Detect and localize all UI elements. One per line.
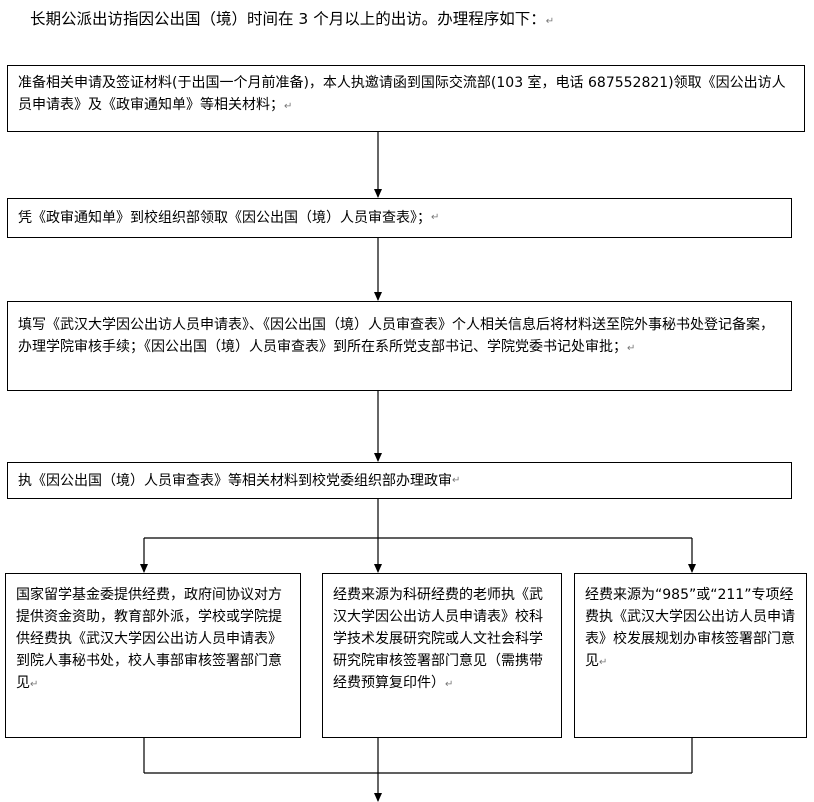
step-1-text: 准备相关申请及签证材料(于出国一个月前准备)，本人执邀请函到国际交流部(103 … bbox=[18, 75, 786, 113]
step-2-box: 凭《政审通知单》到校组织部领取《因公出国（境）人员审查表》；↵ bbox=[7, 198, 792, 238]
intro-text: 长期公派出访指因公出国（境）时间在 3 个月以上的出访。办理程序如下：↵ bbox=[30, 8, 554, 33]
step-1-box: 准备相关申请及签证材料(于出国一个月前准备)，本人执邀请函到国际交流部(103 … bbox=[7, 65, 805, 132]
step-3-text: 填写《武汉大学因公出访人员申请表》、《因公出国（境）人员审查表》个人相关信息后将… bbox=[18, 317, 774, 355]
paragraph-mark: ↵ bbox=[545, 16, 555, 27]
paragraph-mark: ↵ bbox=[599, 657, 608, 668]
branch-2-text: 经费来源为科研经费的老师执《武汉大学因公出访人员申请表》校科学技术发展研究院或人… bbox=[333, 587, 543, 691]
paragraph-mark: ↵ bbox=[445, 679, 454, 690]
paragraph-mark: ↵ bbox=[30, 679, 39, 690]
paragraph-mark: ↵ bbox=[627, 343, 636, 354]
step-3-box: 填写《武汉大学因公出访人员申请表》、《因公出国（境）人员审查表》个人相关信息后将… bbox=[7, 301, 792, 391]
step-2-text: 凭《政审通知单》到校组织部领取《因公出国（境）人员审查表》； bbox=[18, 210, 431, 226]
branch-1-text: 国家留学基金委提供经费，政府间协议对方提供资金资助，教育部外派，学校或学院提供经… bbox=[16, 587, 282, 691]
step-4-box: 执《因公出国（境）人员审查表》等相关材料到校党委组织部办理政审↵ bbox=[7, 462, 792, 499]
paragraph-mark: ↵ bbox=[431, 212, 440, 223]
branch-3-text: 经费来源为“985”或“211”专项经费执《武汉大学因公出访人员申请表》校发展规… bbox=[585, 587, 795, 669]
paragraph-mark: ↵ bbox=[284, 101, 293, 112]
branch-3-box: 经费来源为“985”或“211”专项经费执《武汉大学因公出访人员申请表》校发展规… bbox=[574, 573, 807, 738]
branch-1-box: 国家留学基金委提供经费，政府间协议对方提供资金资助，教育部外派，学校或学院提供经… bbox=[5, 573, 301, 738]
intro-content: 长期公派出访指因公出国（境）时间在 3 个月以上的出访。办理程序如下： bbox=[30, 10, 546, 28]
paragraph-mark: ↵ bbox=[452, 474, 461, 486]
step-4-text: 执《因公出国（境）人员审查表》等相关材料到校党委组织部办理政审 bbox=[18, 472, 452, 489]
branch-2-box: 经费来源为科研经费的老师执《武汉大学因公出访人员申请表》校科学技术发展研究院或人… bbox=[322, 573, 562, 738]
